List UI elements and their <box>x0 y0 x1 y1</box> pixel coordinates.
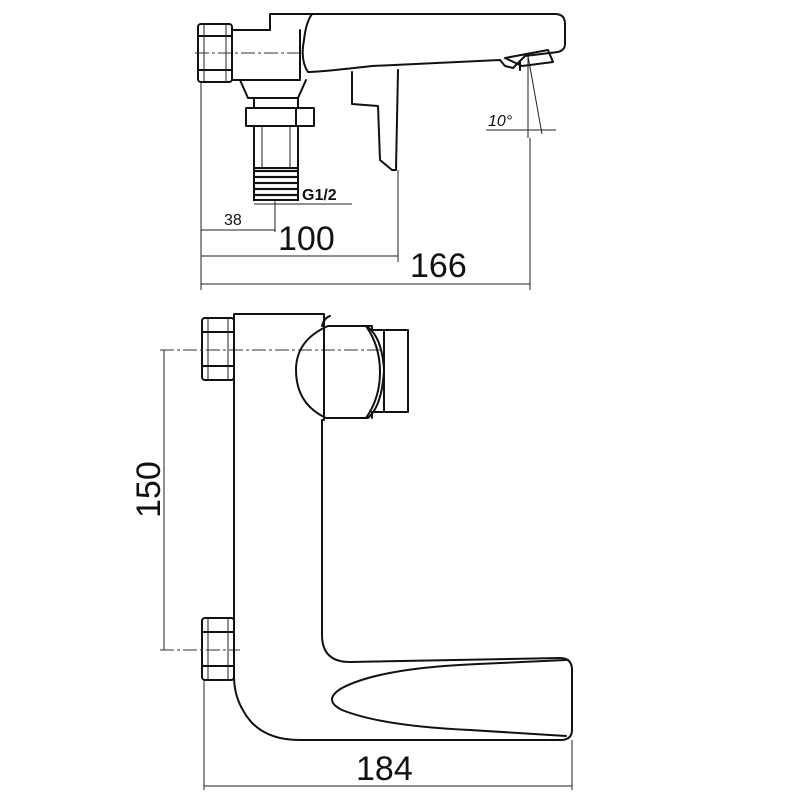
front-top-hex-nut <box>201 317 235 381</box>
side-view: 10° G1/2 38 100 166 <box>195 13 566 290</box>
side-lever <box>351 69 399 171</box>
dim-150-label: 150 <box>130 461 168 518</box>
dim-38-label: 38 <box>224 212 242 229</box>
thread-label: G1/2 <box>302 187 337 204</box>
dim-166-label: 166 <box>410 247 467 285</box>
front-body <box>233 313 573 741</box>
side-dimensions: G1/2 38 100 166 <box>200 82 531 290</box>
side-outlet-angle: 10° <box>486 55 556 138</box>
front-view: 150 184 <box>130 313 573 790</box>
front-bottom-hex-nut <box>201 617 235 681</box>
side-spout <box>269 13 566 73</box>
dim-100-label: 100 <box>278 220 335 258</box>
front-cartridge <box>295 315 409 419</box>
angle-label: 10° <box>488 113 513 130</box>
front-dimensions: 150 184 <box>130 350 573 790</box>
front-spout-outlet <box>331 659 567 737</box>
dim-184-label: 184 <box>356 750 413 788</box>
side-thread <box>253 167 299 201</box>
side-body <box>231 29 315 201</box>
